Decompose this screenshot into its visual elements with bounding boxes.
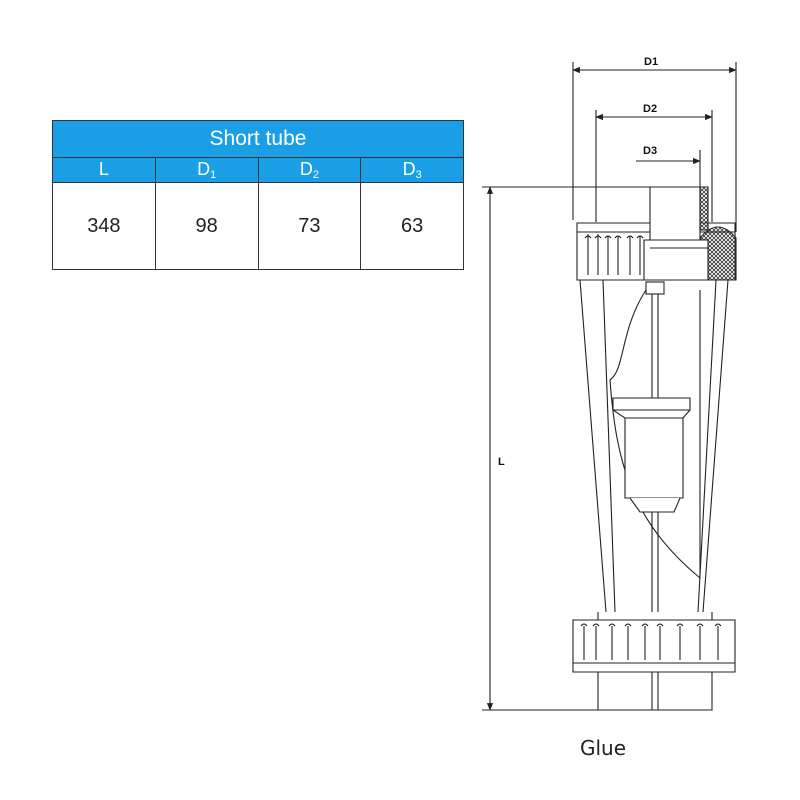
float — [612, 281, 691, 612]
table-row: 348 98 73 63 — [52, 182, 464, 270]
table-header-row: L D1 D2 D3 — [52, 157, 464, 183]
tapered-tube — [579, 279, 729, 613]
spec-table: Short tube L D1 D2 D3 348 98 73 63 — [52, 120, 464, 270]
label-d2: D2 — [643, 103, 657, 115]
header-d1: D1 — [154, 157, 259, 183]
bottom-socket — [597, 672, 713, 711]
table-title-row: Short tube — [52, 120, 464, 158]
dimension-d3 — [636, 150, 701, 190]
header-d3: D3 — [360, 157, 464, 183]
header-d2: D2 — [257, 157, 362, 183]
value-d3: 63 — [360, 182, 464, 270]
bottom-union-nut — [572, 612, 736, 673]
dimension-l — [482, 186, 650, 711]
caption-glue: Glue — [580, 736, 626, 760]
label-d1: D1 — [644, 56, 658, 68]
table-title: Short tube — [52, 120, 464, 158]
value-l: 348 — [52, 182, 156, 270]
value-d1: 98 — [154, 182, 259, 270]
label-d3: D3 — [643, 145, 657, 157]
top-socket — [643, 186, 737, 281]
label-l: L — [498, 456, 505, 468]
dimension-d1 — [572, 62, 737, 232]
value-d2: 73 — [257, 182, 362, 270]
dimension-d2 — [595, 110, 713, 222]
